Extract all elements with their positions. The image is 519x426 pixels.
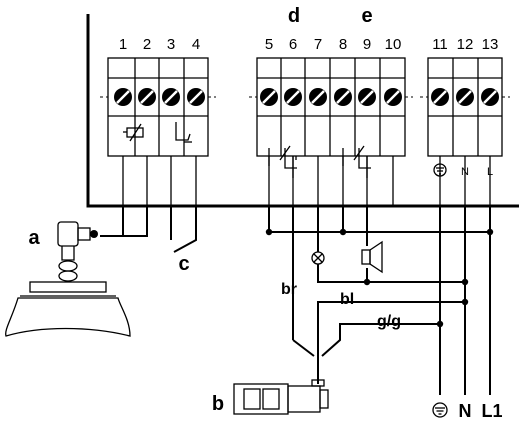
wire-label-br: br (281, 281, 297, 298)
group-label-d: d (288, 5, 300, 27)
relay-contact-icon (268, 145, 371, 178)
lamp-icon (311, 251, 325, 265)
housing-outline (86, 14, 519, 208)
plug-connector-icon (233, 379, 329, 415)
external-wiring (100, 206, 491, 395)
sensor-icon (5, 221, 131, 337)
terminal-number-2: 2 (143, 36, 151, 53)
terminal-number-1: 1 (119, 36, 127, 53)
junction-dots (265, 228, 494, 328)
terminal-number-8: 8 (339, 36, 347, 53)
ground-icon (433, 163, 447, 177)
switch-icon (175, 122, 192, 143)
supply-label-n: N (461, 166, 469, 178)
terminal-screws (114, 88, 499, 106)
terminal-number-5: 5 (265, 36, 273, 53)
screw-terminal-icon (114, 88, 499, 106)
terminal-number-7: 7 (314, 36, 322, 53)
group-label-e: e (361, 5, 372, 27)
terminal-number-9: 9 (363, 36, 371, 53)
terminal-number-12: 12 (457, 36, 474, 53)
terminal-number-13: 13 (482, 36, 499, 53)
power-label-n: N (459, 401, 472, 421)
terminal-block-1-4 (100, 57, 216, 206)
component-label-b: b (212, 393, 224, 415)
wire-label-gg: g/g (377, 313, 401, 330)
power-label-l1: L1 (481, 401, 502, 421)
terminal-number-11: 11 (432, 36, 448, 53)
horn-icon (361, 240, 383, 274)
terminal-block-5-10 (249, 57, 413, 206)
ground-icon (432, 402, 448, 418)
terminal-numbers: 1 2 3 4 5 6 7 8 9 10 11 12 13 (119, 36, 499, 53)
terminal-number-10: 10 (385, 36, 402, 53)
supply-label-l: L (487, 166, 493, 178)
terminal-number-3: 3 (167, 36, 175, 53)
terminal-number-4: 4 (192, 36, 200, 53)
terminal-block-11-13 (420, 57, 510, 206)
component-label-c: c (178, 253, 189, 275)
component-label-a: a (28, 227, 40, 249)
terminal-number-6: 6 (289, 36, 297, 53)
thermistor-icon (123, 123, 144, 142)
wire-label-bl: bl (340, 291, 354, 308)
